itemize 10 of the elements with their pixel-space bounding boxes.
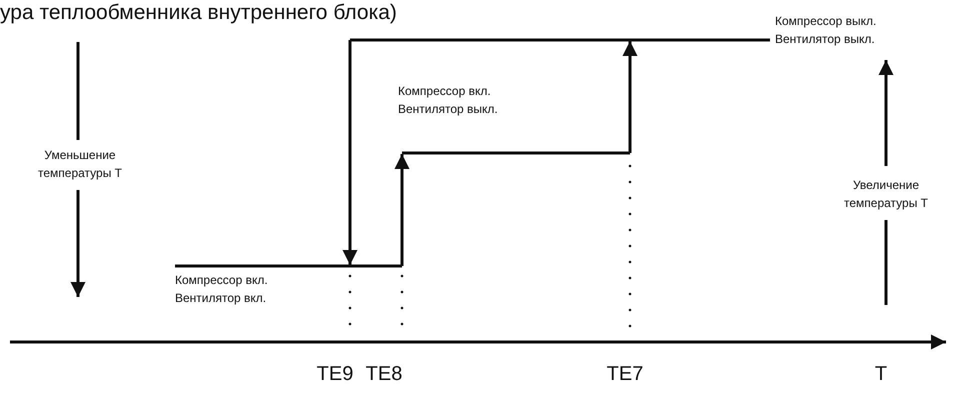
threshold-label: TE8	[364, 362, 404, 386]
direction-label: Увеличение температуры T	[843, 177, 929, 212]
axis-label: T	[874, 362, 888, 386]
heading-text: ура теплообменника внутреннего блока)	[0, 0, 398, 25]
threshold-label: TE7	[606, 362, 644, 386]
threshold-label: TE9	[316, 362, 354, 386]
state-label: Компрессор вкл. Вентилятор выкл.	[398, 83, 499, 118]
direction-label: Уменьшение температуры T	[37, 147, 123, 182]
state-label: Компрессор вкл. Вентилятор вкл.	[175, 272, 269, 307]
state-label: Компрессор выкл. Вентилятор выкл.	[775, 13, 878, 48]
